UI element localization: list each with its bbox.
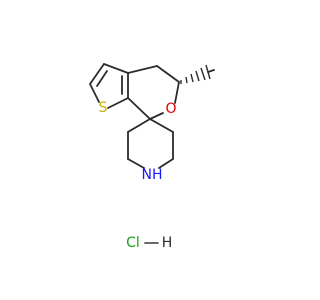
structure-svg: S O NH Cl H: [89, 63, 215, 251]
bond-spiro-c7a: [127, 97, 151, 120]
nitrogen-atom-label: NH: [142, 167, 163, 183]
hcl-h-label: H: [162, 235, 173, 251]
bond-c4-c5: [156, 65, 180, 83]
hcl-cl-label: Cl: [126, 235, 140, 251]
bond-c2-c3-double: [96, 70, 108, 87]
bond-o-spiro: [149, 112, 164, 120]
stereo-hashed-wedge: [180, 64, 211, 84]
oxygen-atom-label: O: [165, 101, 176, 117]
bond-c3-c2: [89, 63, 105, 85]
bond-c3a-c4: [127, 65, 158, 74]
bond-c3p-n: [127, 158, 145, 169]
bond-n-c5p: [158, 158, 174, 169]
bond-c2-s: [89, 83, 100, 103]
bond-c6p-spiro: [149, 118, 174, 133]
bond-c3a-c3: [103, 63, 129, 74]
molecule-diagram: S O NH Cl H: [89, 63, 215, 251]
bond-s-c7a: [107, 97, 129, 109]
sulfur-atom-label: S: [99, 100, 108, 116]
bond-c5-o: [174, 81, 180, 104]
bond-spiro-c2p: [127, 118, 151, 133]
bond-methyl: [207, 69, 215, 73]
